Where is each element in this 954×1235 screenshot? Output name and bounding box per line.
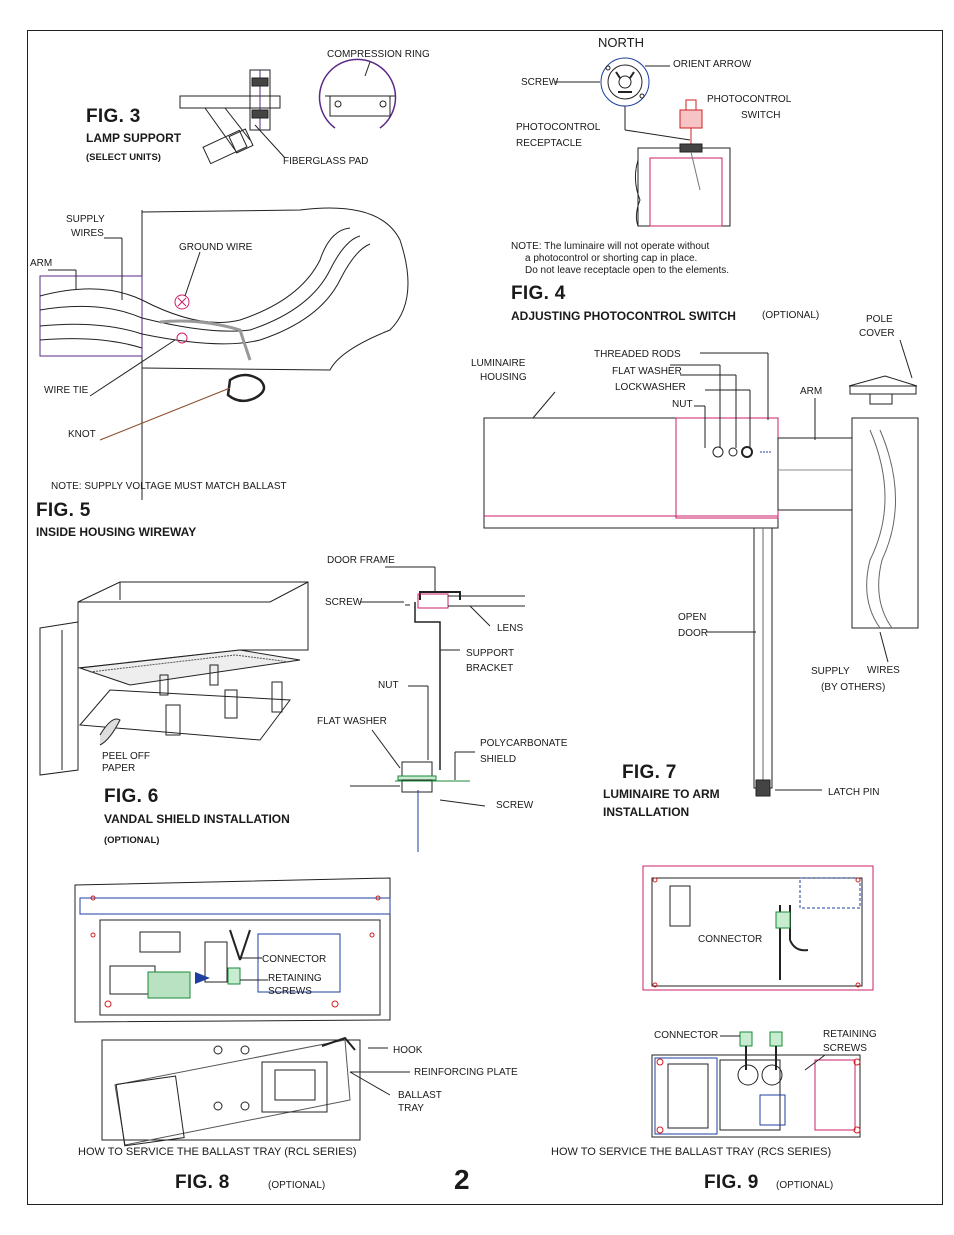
orient-arrow-label: ORIENT ARROW: [673, 59, 752, 70]
fig9-ballast-tray-drawing: [642, 865, 874, 1138]
fig9-screws-label: SCREWS: [823, 1043, 867, 1054]
fig4-optional: (OPTIONAL): [762, 310, 820, 321]
fig7-subtitle-line-2: INSTALLATION: [603, 805, 690, 819]
fig5-note: NOTE: SUPPLY VOLTAGE MUST MATCH BALLAST: [51, 481, 287, 492]
fig4-note-line-2: a photocontrol or shorting cap in place.: [525, 253, 698, 264]
fig5-wires-label: WIRES: [71, 228, 104, 239]
bracket-label: BRACKET: [466, 663, 514, 674]
fig4-subtitle: ADJUSTING PHOTOCONTROL SWITCH: [511, 309, 736, 323]
switch-label: SWITCH: [741, 110, 781, 121]
fig5-title: FIG. 5: [36, 500, 91, 521]
fig8-screws-label: SCREWS: [268, 986, 312, 997]
fig4-screw-label: SCREW: [521, 77, 559, 88]
fig9-connector-bottom-label: CONNECTOR: [654, 1030, 719, 1041]
hook-label: HOOK: [393, 1045, 423, 1056]
fig7-flat-washer-label: FLAT WASHER: [612, 366, 682, 377]
fig3-title: FIG. 3: [86, 106, 141, 127]
photocontrol-receptacle-label-2: RECEPTACLE: [516, 138, 582, 149]
tray-label: TRAY: [398, 1103, 424, 1114]
polycarbonate-label: POLYCARBONATE: [480, 738, 568, 749]
lockwasher-label: LOCKWASHER: [615, 382, 686, 393]
peel-off-label: PEEL OFF: [102, 751, 150, 762]
fig7-supply-label: SUPPLY: [811, 666, 850, 677]
fig9-caption: HOW TO SERVICE THE BALLAST TRAY (RCS SER…: [551, 1146, 832, 1158]
shield-label: SHIELD: [480, 754, 517, 765]
door-frame-label: DOOR FRAME: [327, 555, 395, 566]
fig3-subtitle: LAMP SUPPORT: [86, 131, 182, 145]
fig9-retaining-label: RETAINING: [823, 1029, 877, 1040]
fig7-title: FIG. 7: [622, 762, 677, 783]
paper-label: PAPER: [102, 763, 136, 774]
fig6-subtitle: VANDAL SHIELD INSTALLATION: [104, 812, 290, 826]
fiberglass-pad-label: FIBERGLASS PAD: [283, 156, 369, 167]
fig9-title: FIG. 9: [704, 1172, 759, 1193]
fig4-note-line-3: Do not leave receptacle open to the elem…: [525, 265, 730, 276]
door-label: DOOR: [678, 628, 708, 639]
fig4-note-line-1: NOTE: The luminaire will not operate wit…: [511, 241, 710, 252]
knot-label: KNOT: [68, 429, 96, 440]
fig7-arm-label: ARM: [800, 386, 823, 397]
fig8-connector-label: CONNECTOR: [262, 954, 327, 965]
fig7-luminaire-drawing: [483, 339, 919, 797]
threaded-rods-label: THREADED RODS: [594, 349, 681, 360]
north-label: NORTH: [598, 35, 644, 50]
photocontrol-label: PHOTOCONTROL: [707, 94, 792, 105]
compression-ring-label: COMPRESSION RING: [327, 49, 430, 60]
wire-tie-label: WIRE TIE: [44, 385, 89, 396]
fig9-connector-top-label: CONNECTOR: [698, 934, 763, 945]
photocontrol-receptacle-label-1: PHOTOCONTROL: [516, 122, 601, 133]
fig6-optional: (OPTIONAL): [104, 835, 160, 846]
fig6-flat-washer-label: FLAT WASHER: [317, 716, 387, 727]
fig8-caption: HOW TO SERVICE THE BALLAST TRAY (RCL SER…: [78, 1146, 357, 1158]
fig5-wireway-drawing: [39, 207, 409, 500]
fig8-optional: (OPTIONAL): [268, 1180, 326, 1191]
housing-label: HOUSING: [480, 372, 527, 383]
page-number: 2: [454, 1164, 470, 1195]
fig5-subtitle: INSIDE HOUSING WIREWAY: [36, 525, 197, 539]
fig8-ballast-tray-drawing: [74, 877, 410, 1147]
pole-label: POLE: [866, 314, 893, 325]
ballast-label: BALLAST: [398, 1090, 442, 1101]
cover-label: COVER: [859, 328, 895, 339]
fig4-photocontrol-drawing: [555, 57, 731, 227]
by-others-label: (BY OTHERS): [821, 682, 886, 693]
fig4-title: FIG. 4: [511, 283, 566, 304]
ground-wire-label: GROUND WIRE: [179, 242, 253, 253]
page-border: [27, 30, 943, 1205]
open-label: OPEN: [678, 612, 707, 623]
fig7-nut-label: NUT: [672, 399, 693, 410]
fig7-wires-label: WIRES: [867, 665, 900, 676]
fig6-title: FIG. 6: [104, 786, 159, 807]
fig8-title: FIG. 8: [175, 1172, 230, 1193]
fig8-retaining-label: RETAINING: [268, 973, 322, 984]
fig6-screw-top-label: SCREW: [325, 597, 363, 608]
fig7-subtitle-line-1: LUMINAIRE TO ARM: [603, 787, 720, 801]
fig9-optional: (OPTIONAL): [776, 1180, 834, 1191]
fig6-screw-bottom-label: SCREW: [496, 800, 534, 811]
fig6-nut-label: NUT: [378, 680, 399, 691]
support-label: SUPPORT: [466, 648, 515, 659]
latch-pin-label: LATCH PIN: [828, 787, 880, 798]
reinforcing-plate-label: REINFORCING PLATE: [414, 1067, 518, 1078]
fig5-arm-label: ARM: [30, 258, 53, 269]
fig5-supply-label: SUPPLY: [66, 214, 105, 225]
fig3-lamp-support-drawing: [179, 58, 397, 165]
fig3-note: (SELECT UNITS): [86, 152, 161, 163]
lens-label: LENS: [497, 623, 524, 634]
fig6-vandal-shield-drawing: [39, 566, 525, 852]
luminaire-label: LUMINAIRE: [471, 358, 526, 369]
